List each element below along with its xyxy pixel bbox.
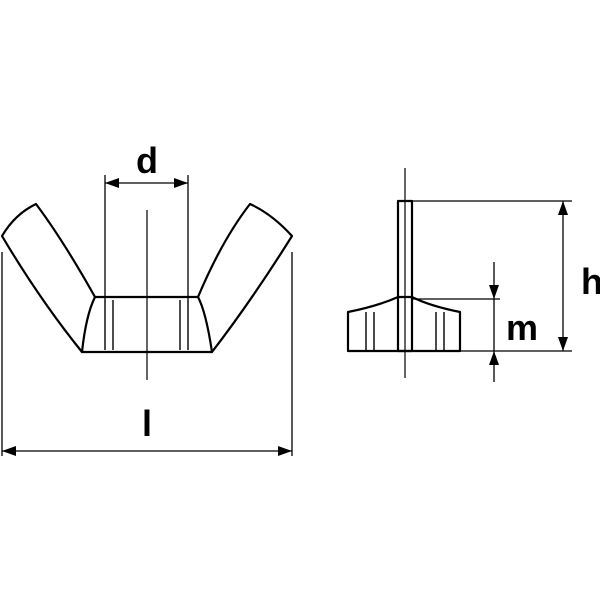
arrowhead (278, 446, 292, 456)
left-wing-outline (0, 202, 97, 354)
arrowhead (558, 337, 568, 351)
front-view (0, 202, 294, 380)
label-l: l (142, 403, 152, 444)
dimension-d: d (104, 140, 189, 300)
arrowhead (2, 446, 16, 456)
dimension-m: m (412, 262, 538, 382)
dimension-h: h (412, 200, 600, 352)
dimension-l: l (1, 252, 293, 456)
arrowhead (489, 351, 499, 365)
label-m: m (506, 307, 538, 348)
arrowhead (558, 201, 568, 215)
center-boss-outline (80, 295, 214, 354)
right-wing-outline (196, 202, 294, 354)
side-view (346, 168, 462, 378)
label-h: h (581, 261, 600, 302)
arrowhead (174, 178, 188, 188)
arrowhead (105, 178, 119, 188)
side-base-outline (346, 295, 462, 353)
label-d: d (136, 140, 158, 181)
arrowhead (489, 285, 499, 299)
